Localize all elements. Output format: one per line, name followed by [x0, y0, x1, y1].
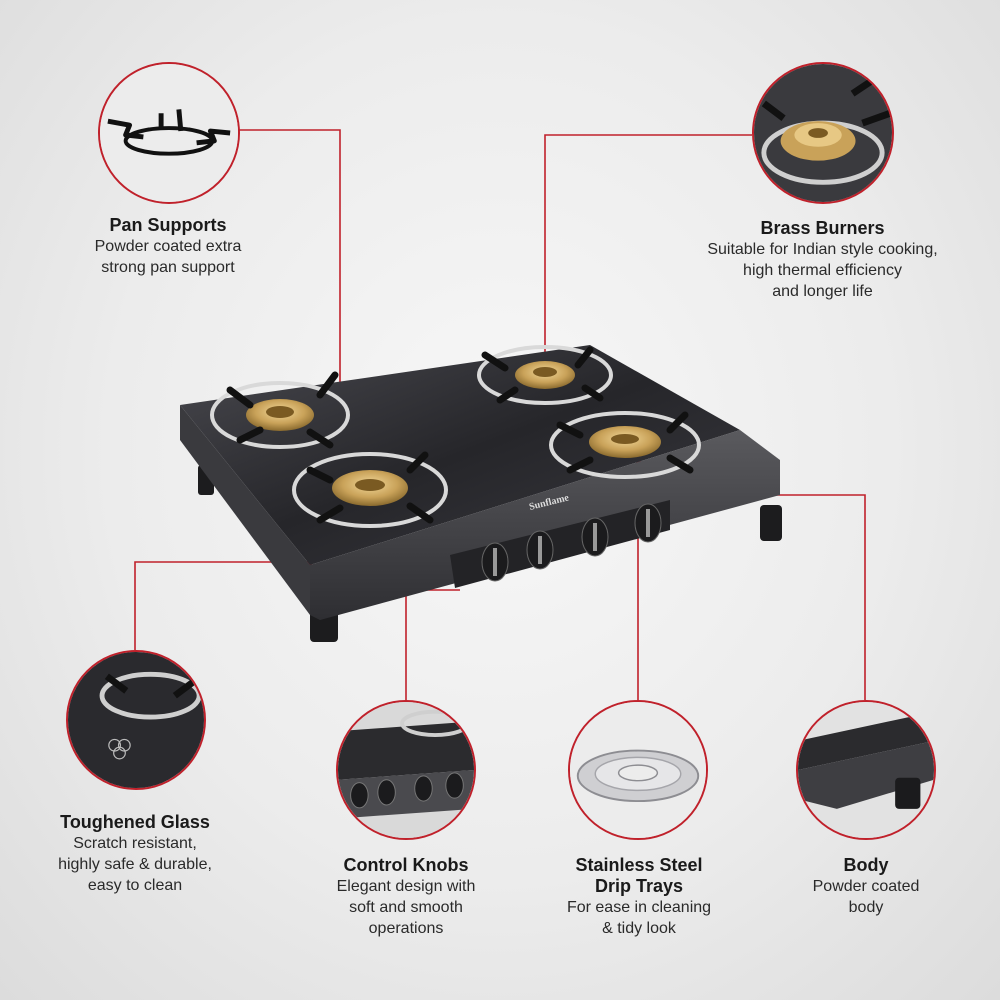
feature-title: Pan Supports: [109, 215, 227, 235]
control-knobs-image: [336, 700, 476, 840]
feature-toughened-glass: Toughened Glass Scratch resistant, highl…: [20, 812, 250, 896]
feature-title: Toughened Glass: [60, 812, 210, 832]
feature-title: Body: [843, 855, 889, 875]
body-image: [796, 700, 936, 840]
feature-desc-line: and longer life: [772, 283, 873, 300]
feature-desc-line: Elegant design with: [336, 878, 476, 895]
feature-drip-trays: Stainless Steel Drip Trays For ease in c…: [530, 855, 748, 939]
pan-supports-image: [98, 62, 240, 204]
feature-desc-line: easy to clean: [87, 877, 183, 894]
burner-front-left: [292, 452, 448, 528]
feature-desc-line: Powder coated: [812, 878, 920, 895]
feature-brass-burners: Brass Burners Suitable for Indian style …: [680, 218, 965, 302]
feature-desc-line: Powder coated extra: [94, 238, 242, 255]
burner-back-left: [210, 381, 350, 449]
feature-desc-line: body: [848, 899, 884, 916]
feature-title: Brass Burners: [760, 218, 885, 238]
drip-tray-image: [568, 700, 708, 840]
toughened-glass-image: [66, 650, 206, 790]
feature-desc-line: & tidy look: [602, 920, 676, 937]
feature-body: Body Powder coated body: [775, 855, 957, 918]
feature-control-knobs: Control Knobs Elegant design with soft a…: [300, 855, 512, 939]
feature-desc-line: strong pan support: [101, 259, 235, 276]
feature-pan-supports: Pan Supports Powder coated extra strong …: [48, 215, 288, 278]
feature-title-line: Drip Trays: [594, 876, 684, 896]
brass-burners-image: [752, 62, 894, 204]
feature-desc-line: highly safe & durable,: [58, 856, 212, 873]
burner-front-right: [549, 411, 701, 479]
burner-back-right: [477, 345, 613, 405]
feature-desc-line: high thermal efficiency: [743, 262, 902, 279]
feature-desc-line: operations: [368, 920, 444, 937]
feature-desc-line: Suitable for Indian style cooking,: [707, 241, 938, 258]
feature-desc-line: For ease in cleaning: [566, 899, 712, 916]
feature-desc-line: Scratch resistant,: [73, 835, 197, 852]
gas-stove-illustration: Sunflame: [180, 345, 782, 642]
feature-title: Control Knobs: [343, 855, 469, 875]
feature-desc-line: soft and smooth: [349, 899, 463, 916]
feature-title-line: Stainless Steel: [575, 855, 703, 875]
